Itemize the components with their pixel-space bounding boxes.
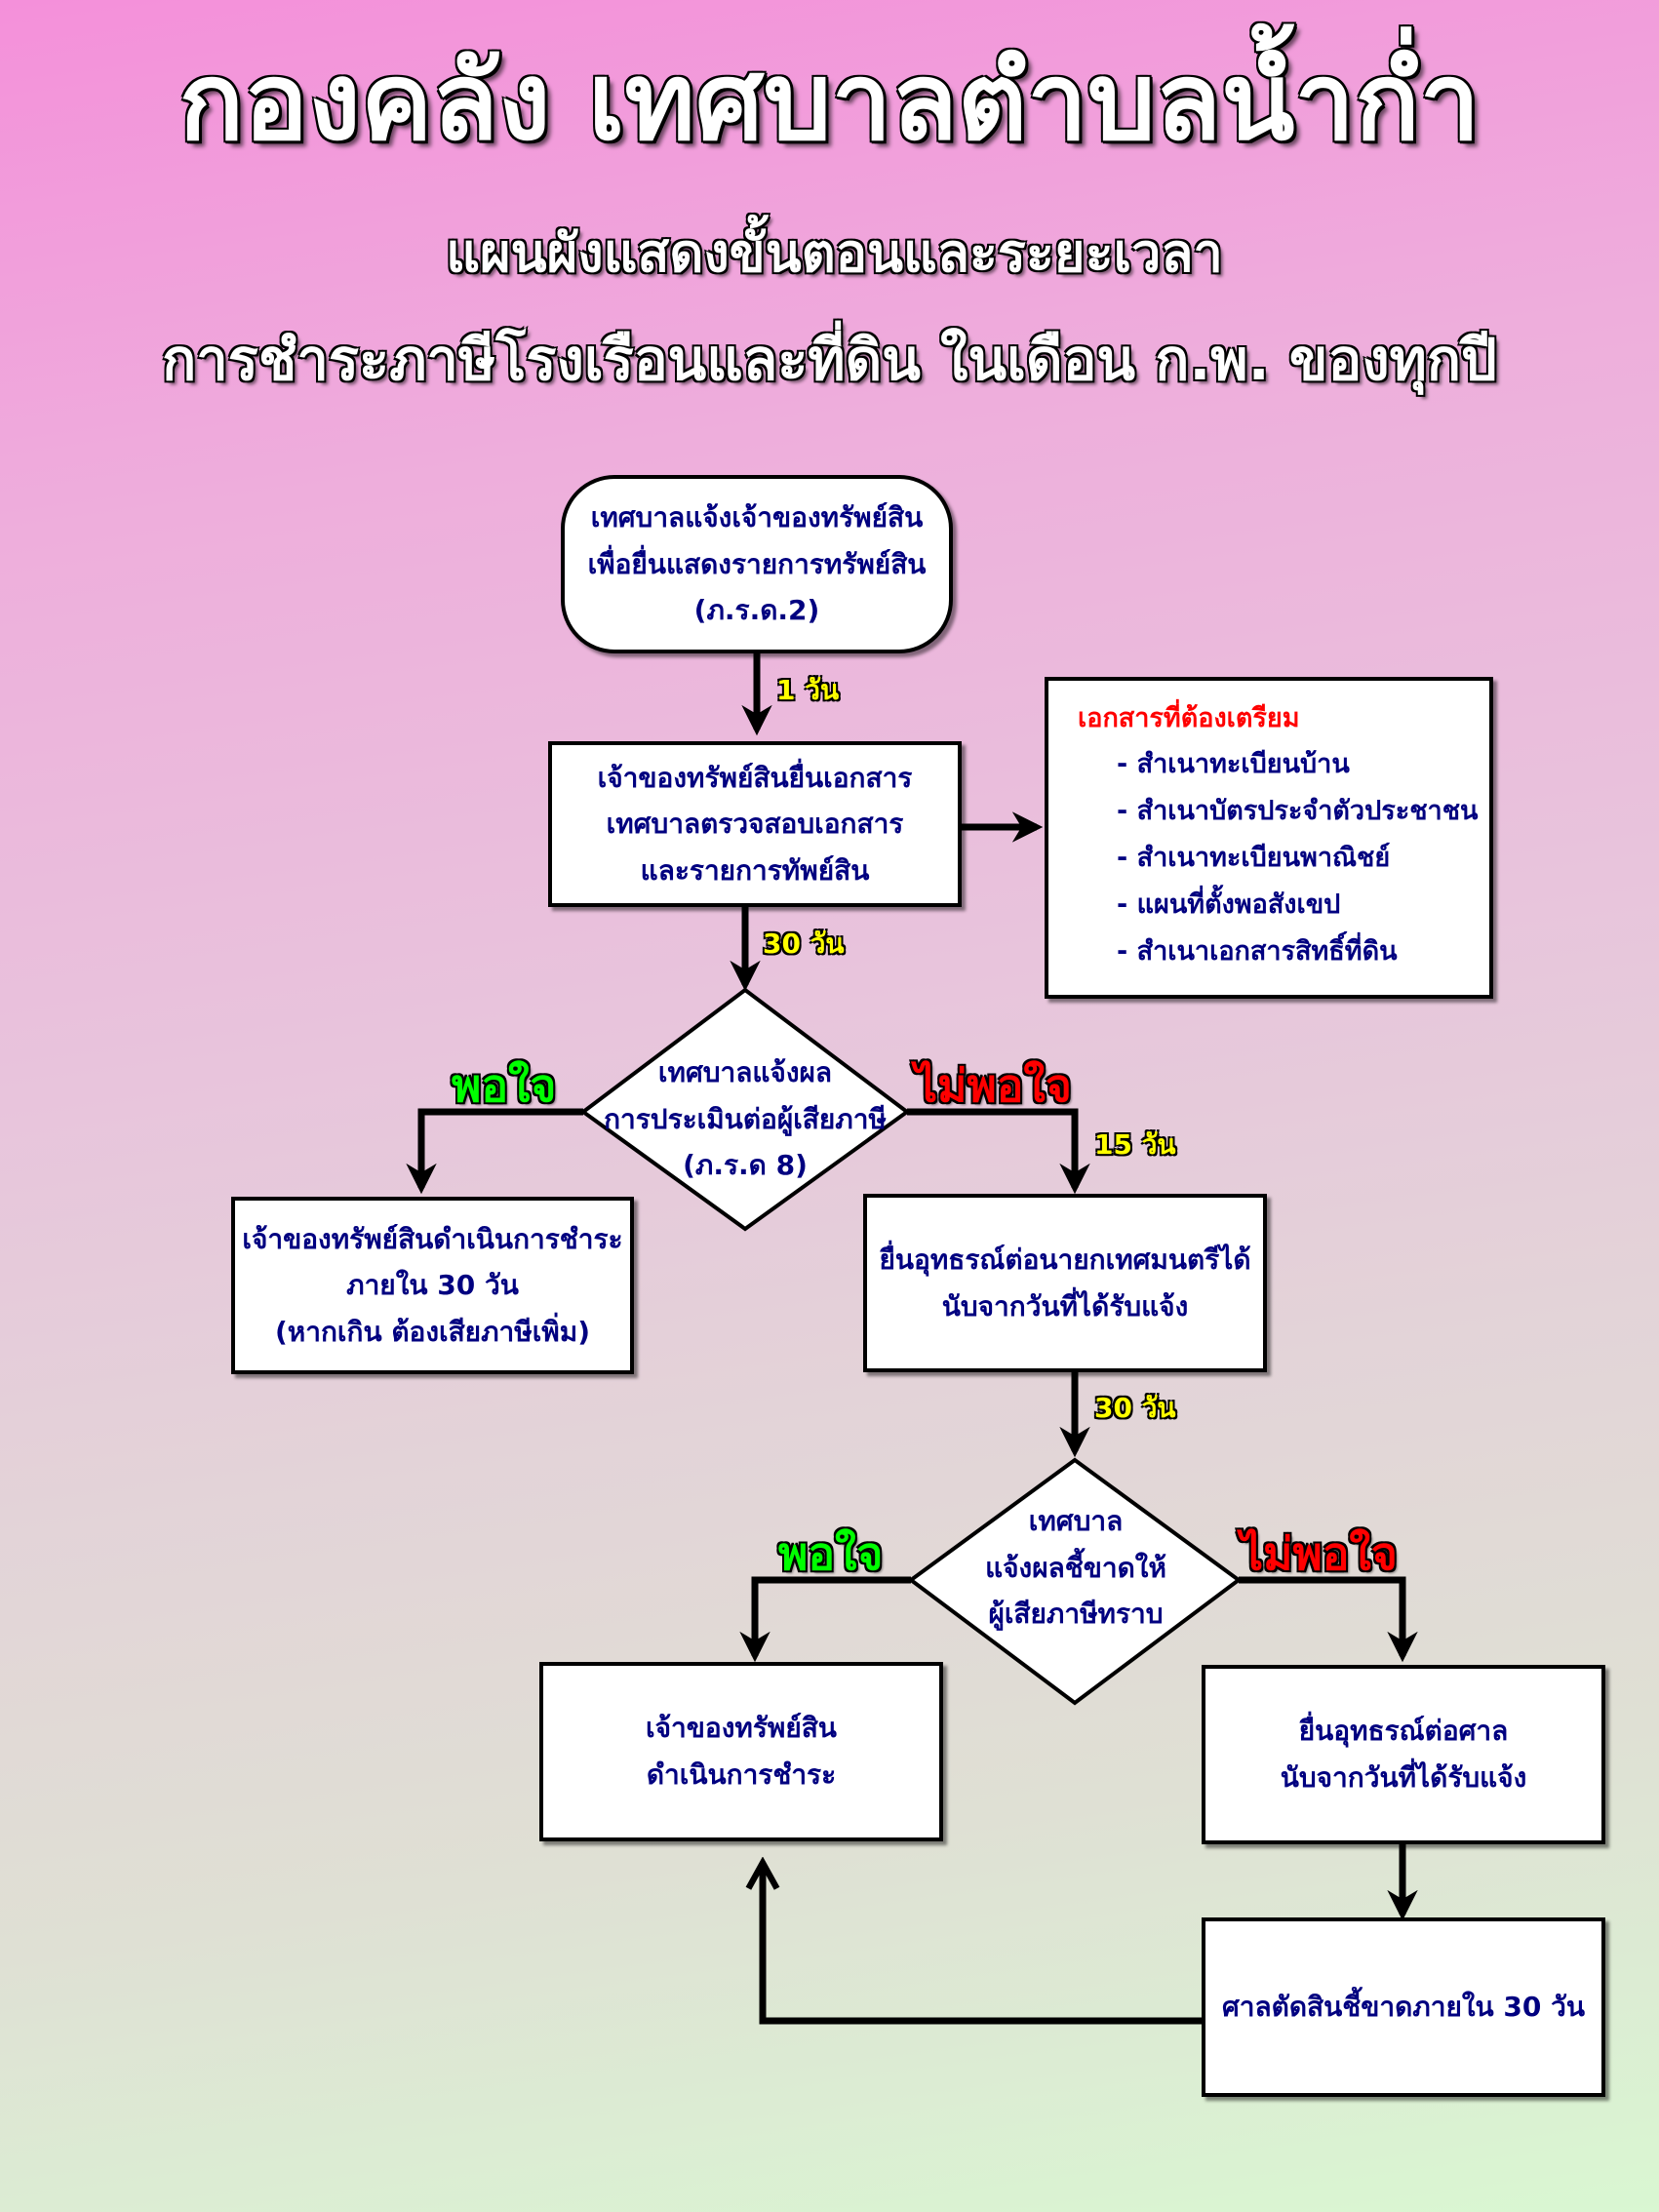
pay-final-line-2: ดำเนินการชำระ (646, 1758, 837, 1791)
label-satisfied-2: พอใจ (778, 1527, 884, 1580)
document-item: - สำเนาทะเบียนพาณิชย์ (1117, 843, 1391, 873)
decision-assessment-text: เทศบาลแจ้งผล การประเมินต่อผู้เสียภาษี (ภ… (593, 1049, 897, 1189)
appeal-mayor-step: ยื่นอุทธรณ์ต่อนายกเทศมนตรีได้ นับจากวันท… (863, 1194, 1267, 1372)
arrow-court-to-pay (763, 1863, 1205, 2025)
required-documents-box: เอกสารที่ต้องเตรียม - สำเนาทะเบียนบ้าน -… (1045, 677, 1493, 999)
appeal-court-step: ยื่นอุทธรณ์ต่อศาล นับจากวันที่ได้รับแจ้ง (1202, 1665, 1605, 1844)
start-line-2: เพื่อยื่นแสดงรายการทรัพย์สิน (587, 547, 927, 580)
subtitle-line-1: แผนผังแสดงขั้นตอนและระยะเวลา (446, 222, 1223, 284)
submit-documents-step: เจ้าของทรัพย์สินยื่นเอกสาร เทศบาลตรวจสอบ… (548, 741, 962, 907)
start-node: เทศบาลแจ้งเจ้าของทรัพย์สิน เพื่อยื่นแสดง… (561, 475, 953, 653)
appeal-court-line-1: ยื่นอุทธรณ์ต่อศาล (1298, 1715, 1509, 1748)
submit-line-1: เจ้าของทรัพย์สินยื่นเอกสาร (597, 761, 913, 794)
duration-1-day: 1 วัน (776, 674, 840, 706)
ruling-line-3: ผู้เสียภาษีทราบ (988, 1598, 1164, 1631)
arrow-assessment-satisfied (406, 1108, 583, 1195)
start-line-1: เทศบาลแจ้งเจ้าของทรัพย์สิน (590, 501, 924, 534)
appeal-mayor-line-2: นับจากวันที่ได้รับแจ้ง (941, 1289, 1189, 1323)
document-item: - สำเนาทะเบียนบ้าน (1117, 749, 1350, 779)
ruling-line-1: เทศบาล (1028, 1505, 1124, 1537)
pay-within-line-2: ภายใน 30 วัน (346, 1269, 519, 1302)
duration-30-days-2: 30 วัน (1094, 1392, 1176, 1424)
label-not-satisfied-2: ไม่พอใจ (1241, 1527, 1398, 1580)
court-ruling-line-1: ศาลตัดสินชี้ขาดภายใน 30 วัน (1221, 1991, 1586, 2024)
page-title: กองคลัง เทศบาลตำบลน้ำก่ำ (178, 39, 1481, 164)
pay-within-30-days-step: เจ้าของทรัพย์สินดำเนินการชำระ ภายใน 30 ว… (231, 1197, 634, 1374)
label-satisfied-1: พอใจ (452, 1059, 557, 1112)
appeal-mayor-line-1: ยื่นอุทธรณ์ต่อนายกเทศมนตรีได้ (879, 1243, 1251, 1276)
decision-ruling-shape (907, 1457, 1243, 1706)
court-ruling-step: ศาลตัดสินชี้ขาดภายใน 30 วัน (1202, 1917, 1605, 2097)
documents-heading: เอกสารที่ต้องเตรียม (1078, 703, 1300, 733)
pay-final-line-1: เจ้าของทรัพย์สิน (646, 1712, 837, 1745)
label-not-satisfied-1: ไม่พอใจ (915, 1059, 1072, 1112)
document-item: - สำเนาเอกสารสิทธิ์ที่ดิน (1117, 936, 1398, 967)
start-line-3: (ภ.ร.ด.2) (693, 594, 820, 627)
decision-ruling-text: เทศบาล แจ้งผลชี้ขาดให้ ผู้เสียภาษีทราบ (948, 1498, 1204, 1638)
pay-within-line-1: เจ้าของทรัพย์สินดำเนินการชำระ (242, 1222, 623, 1255)
pay-final-step: เจ้าของทรัพย์สิน ดำเนินการชำระ (539, 1662, 943, 1841)
duration-15-days: 15 วัน (1094, 1128, 1176, 1161)
arrow-ruling-not-satisfied (1239, 1576, 1418, 1663)
subtitle-line-2: การชำระภาษีโรงเรือนและที่ดิน ในเดือน ก.พ… (162, 327, 1497, 393)
assessment-line-1: เทศบาลแจ้งผล (657, 1056, 833, 1088)
duration-30-days-1: 30 วัน (763, 928, 845, 960)
pay-within-line-3: (หากเกิน ต้องเสียภาษีเพิ่ม) (275, 1315, 590, 1348)
assessment-line-3: (ภ.ร.ด 8) (683, 1149, 808, 1182)
submit-line-2: เทศบาลตรวจสอบเอกสาร (606, 808, 904, 841)
assessment-line-2: การประเมินต่อผู้เสียภาษี (604, 1102, 887, 1135)
arrow-ruling-satisfied (739, 1576, 911, 1663)
decision-assessment-shape (579, 987, 911, 1232)
submit-line-3: และรายการทัพย์สิน (640, 853, 870, 887)
arrow-assessment-not-satisfied (907, 1108, 1090, 1195)
document-item: - แผนที่ตั้งพอสังเขป (1117, 889, 1341, 920)
document-item: - สำเนาบัตรประจำตัวประชาชน (1117, 796, 1479, 826)
ruling-line-2: แจ้งผลชี้ขาดให้ (985, 1551, 1166, 1584)
appeal-court-line-2: นับจากวันที่ได้รับแจ้ง (1280, 1761, 1527, 1794)
